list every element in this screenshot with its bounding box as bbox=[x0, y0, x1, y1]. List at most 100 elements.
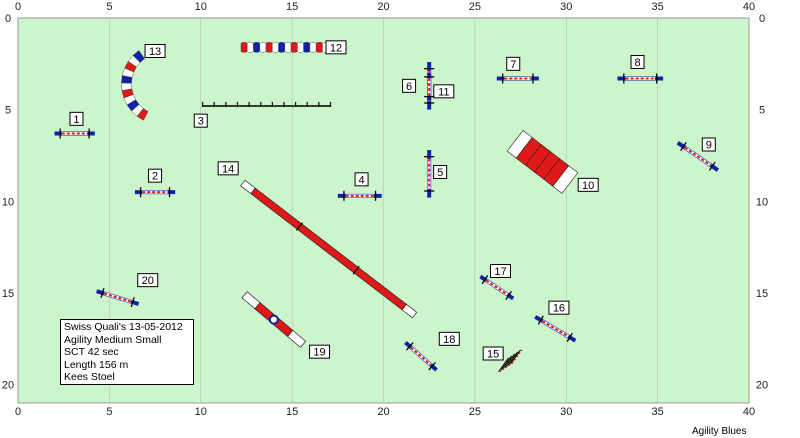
tunnel-segment bbox=[278, 42, 286, 53]
obstacle-number-box bbox=[69, 111, 84, 126]
y-tick-left: 0 bbox=[5, 13, 11, 25]
jump-upright bbox=[708, 161, 716, 171]
jump-obstacle-20 bbox=[95, 287, 140, 308]
weave-pole-stripe bbox=[511, 349, 523, 365]
dogwalk-support bbox=[295, 222, 303, 231]
dogwalk-support bbox=[352, 265, 360, 275]
obstacle-number-box bbox=[193, 113, 208, 128]
x-tick-top: 25 bbox=[469, 1, 481, 13]
obstacle-number-label: 10 bbox=[582, 180, 594, 192]
jump-obstacle-9 bbox=[676, 141, 720, 172]
y-tick-left: 20 bbox=[2, 380, 14, 392]
obstacle-number-label: 7 bbox=[510, 59, 516, 71]
info-line-sct: SCT 42 sec bbox=[64, 346, 119, 359]
jump-upright bbox=[130, 297, 135, 308]
jump-obstacle-17 bbox=[479, 274, 515, 301]
obstacle-number-box bbox=[325, 40, 347, 55]
obstacle-number-label: 15 bbox=[487, 349, 499, 361]
obstacle-number-box bbox=[137, 273, 159, 288]
weave-pole bbox=[504, 353, 516, 369]
jump-bar-white bbox=[103, 292, 132, 304]
obstacle-number-box bbox=[433, 84, 455, 99]
y-tick-left: 10 bbox=[2, 196, 14, 208]
tunnel-segment bbox=[259, 42, 267, 53]
tunnel-segment bbox=[272, 42, 279, 53]
tunnel-segment bbox=[132, 50, 145, 63]
x-tick-bottom: 10 bbox=[195, 406, 207, 418]
obstacle-number-label: 3 bbox=[198, 116, 204, 128]
x-tick-bottom: 5 bbox=[106, 406, 112, 418]
obstacle-number-label: 6 bbox=[406, 81, 412, 93]
obstacle-number-label: 2 bbox=[152, 171, 158, 183]
obstacle-number-box bbox=[354, 172, 369, 187]
obstacle-number-label: 12 bbox=[330, 42, 342, 54]
tunnel-segment bbox=[309, 42, 317, 53]
obstacle-number-label: 4 bbox=[359, 174, 365, 186]
tunnel-segment bbox=[552, 165, 579, 194]
x-tick-bottom: 30 bbox=[560, 406, 572, 418]
obstacle-number-label: 19 bbox=[313, 347, 325, 359]
obstacle-number-label: 1 bbox=[73, 114, 79, 126]
jump-upright bbox=[100, 287, 105, 298]
x-tick-top: 20 bbox=[377, 1, 389, 13]
jump-bar-red bbox=[410, 346, 432, 366]
jump-obstacle-5 bbox=[424, 150, 435, 198]
info-line-title: Swiss Quali's 13-05-2012 bbox=[64, 321, 183, 333]
x-tick-top: 5 bbox=[106, 1, 112, 13]
jump-upright bbox=[405, 342, 414, 351]
info-line-class: Agility Medium Small bbox=[64, 333, 162, 346]
jump-obstacle-11 bbox=[424, 73, 435, 101]
seesaw-contact bbox=[287, 329, 307, 348]
obstacle-number-label: 9 bbox=[706, 140, 712, 152]
x-tick-bottom: 40 bbox=[743, 406, 755, 418]
x-tick-bottom: 0 bbox=[15, 406, 21, 418]
obstacle-number-box bbox=[548, 300, 570, 315]
y-tick-right: 20 bbox=[756, 380, 768, 392]
obstacle-number-box bbox=[630, 55, 645, 69]
obstacle-number-label: 8 bbox=[634, 57, 640, 69]
tunnel-obstacle-10 bbox=[506, 130, 579, 194]
jump-obstacle-7 bbox=[496, 73, 539, 84]
tunnel-segment bbox=[290, 42, 298, 53]
obstacle-number-label: 13 bbox=[149, 46, 161, 58]
jump-obstacle-4 bbox=[337, 190, 382, 201]
jump-obstacle-8 bbox=[617, 73, 664, 84]
jump-obstacle-1 bbox=[54, 128, 95, 139]
y-tick-left: 5 bbox=[5, 105, 11, 117]
y-tick-right: 10 bbox=[756, 196, 768, 208]
weave-pole bbox=[507, 351, 519, 367]
obstacle-number-label: 14 bbox=[222, 163, 234, 175]
dogwalk-contact bbox=[401, 303, 418, 319]
dogwalk-obstacle-14 bbox=[240, 179, 418, 319]
info-line-judge: Kees Stoel bbox=[64, 371, 115, 384]
x-tick-top: 10 bbox=[195, 1, 207, 13]
x-tick-bottom: 20 bbox=[377, 406, 389, 418]
tunnel-segment bbox=[297, 42, 304, 53]
obstacle-number-box bbox=[701, 137, 716, 152]
obstacle-number-box bbox=[506, 56, 521, 71]
x-tick-top: 35 bbox=[652, 1, 664, 13]
jump-bar-red bbox=[684, 146, 712, 167]
obstacle-number-box bbox=[144, 44, 166, 58]
y-tick-right: 15 bbox=[756, 288, 768, 300]
jump-upright bbox=[428, 361, 436, 371]
x-tick-top: 0 bbox=[15, 1, 21, 13]
obstacle-number-box bbox=[148, 168, 163, 183]
tunnel-obstacle-12 bbox=[240, 42, 329, 53]
obstacle-number-label: 18 bbox=[443, 334, 455, 346]
tunnel-segment bbox=[265, 42, 273, 53]
jump-obstacle-2 bbox=[134, 187, 176, 198]
tunnel-segment bbox=[303, 42, 311, 53]
jump-upright bbox=[566, 332, 573, 342]
obstacle-number-box bbox=[309, 344, 331, 359]
x-tick-top: 30 bbox=[560, 1, 572, 13]
weave-pole bbox=[501, 355, 513, 371]
y-tick-left: 15 bbox=[2, 288, 14, 300]
obstacle-number-label: 11 bbox=[438, 86, 449, 98]
tunnel-obstacle-13 bbox=[121, 50, 149, 121]
y-tick-right: 0 bbox=[759, 13, 765, 25]
jump-upright bbox=[679, 142, 687, 152]
tunnel-segment bbox=[121, 82, 132, 91]
